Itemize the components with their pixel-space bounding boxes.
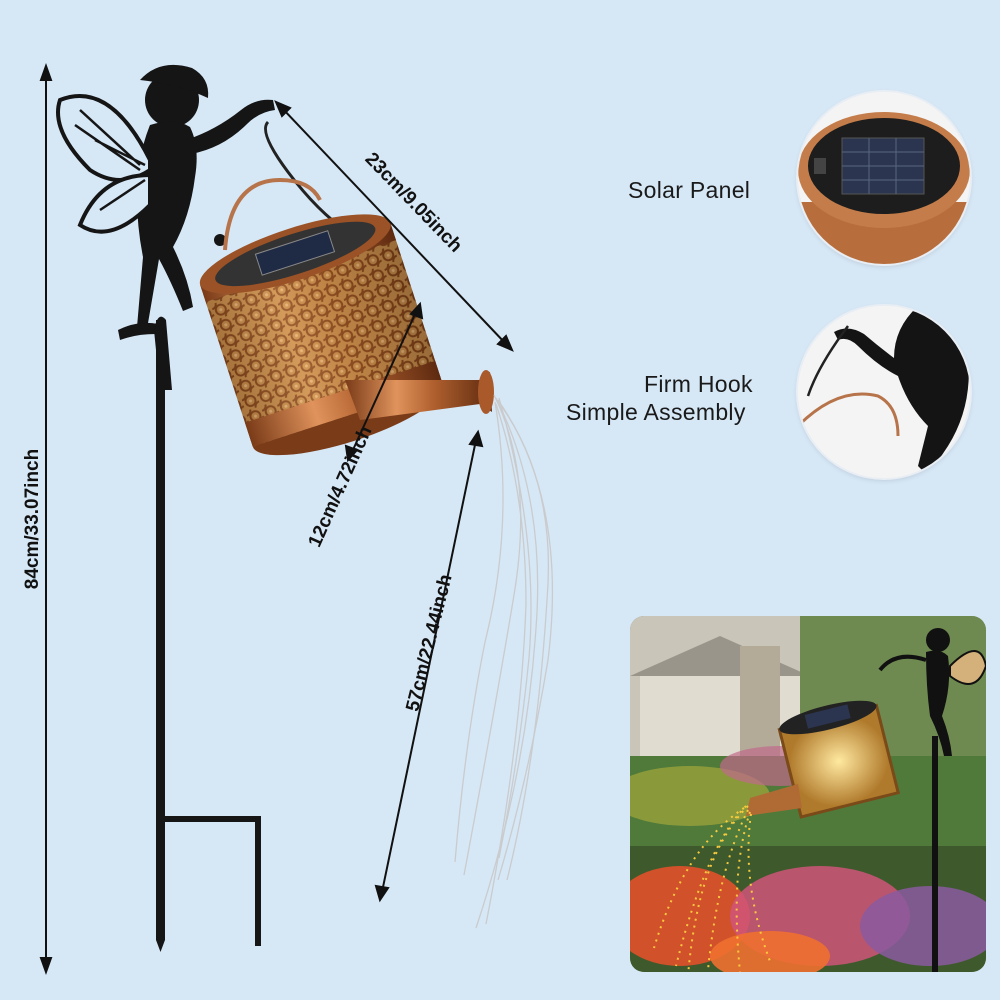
solar-panel-closeup xyxy=(798,92,970,264)
handle-dimension-line xyxy=(274,100,514,352)
garden-lifestyle-photo xyxy=(630,616,986,972)
hook-label-line1: Firm Hook xyxy=(644,371,753,397)
garden-scene xyxy=(630,616,986,972)
stake xyxy=(156,320,261,952)
solar-panel-label: Solar Panel xyxy=(628,177,751,203)
fairy-silhouette xyxy=(118,64,275,390)
hanger-wire xyxy=(264,120,349,234)
lights-dimension-line xyxy=(374,429,484,903)
fairy-light-strands xyxy=(454,394,554,929)
hook-label-line2: Simple Assembly xyxy=(566,399,746,425)
height-dimension-line xyxy=(39,63,53,975)
watering-can-spout xyxy=(345,372,492,420)
height-dimension-label: 84cm/33.07inch xyxy=(22,448,43,590)
can-dimension-line xyxy=(344,301,424,463)
solar-panel-icon xyxy=(798,92,970,264)
hook-icon xyxy=(798,306,970,478)
watering-can xyxy=(199,214,444,456)
fairy-wings xyxy=(56,94,152,234)
hook-closeup xyxy=(798,306,970,478)
can-handle xyxy=(223,177,322,251)
